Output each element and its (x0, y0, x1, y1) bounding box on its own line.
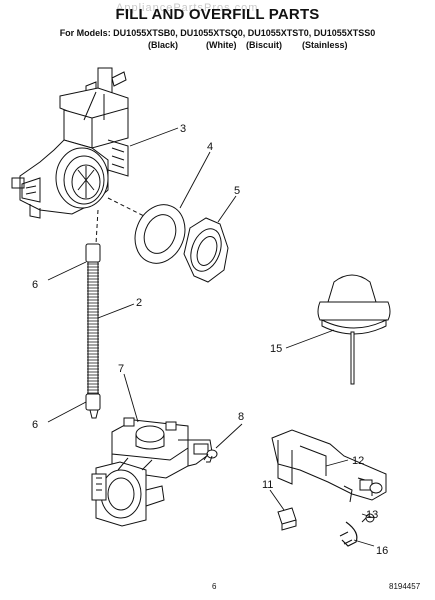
color-white: (White) (206, 40, 237, 50)
callout-labels: 3 4 5 6 2 15 7 6 8 12 11 13 16 (32, 123, 388, 557)
part-float-switch (277, 507, 297, 531)
part-fill-hose (85, 243, 101, 419)
page-title: FILL AND OVERFILL PARTS (115, 6, 320, 23)
callout-part-6-upper: 6 (32, 279, 38, 291)
part-float (317, 274, 391, 385)
models-line: For Models: DU1055XTSB0, DU1055XTSQ0, DU… (59, 28, 376, 38)
watermark-text: AppliancePartsPros.com (116, 2, 259, 14)
callout-part-11: 11 (262, 479, 273, 491)
callout-part-2: 2 (136, 297, 142, 309)
callout-part-6-lower: 6 (32, 419, 38, 431)
leader-lines (47, 127, 375, 547)
callout-part-12: 12 (352, 455, 364, 467)
callout-part-4: 4 (207, 141, 213, 153)
part-fill-funnel-assembly (11, 67, 129, 219)
callout-part-3: 3 (180, 123, 186, 135)
callout-part-5: 5 (234, 185, 240, 197)
part-screw (203, 449, 218, 463)
color-stainless: (Stainless) (302, 40, 348, 50)
part-float-switch-bracket (271, 429, 387, 503)
callout-part-15: 15 (270, 343, 282, 355)
color-variants-row: (Black) (White) (Biscuit) (Stainless) (0, 40, 435, 52)
callout-part-13: 13 (366, 509, 378, 521)
callout-part-16: 16 (376, 545, 388, 557)
part-wire-harness (339, 521, 358, 547)
part-nut (183, 217, 229, 283)
document-number: 8194457 (389, 582, 421, 591)
page-number: 6 (212, 582, 217, 591)
callout-part-7: 7 (118, 363, 124, 375)
callout-part-8: 8 (238, 411, 244, 423)
color-black: (Black) (148, 40, 179, 50)
part-seal-ring (134, 204, 186, 264)
color-biscuit: (Biscuit) (246, 40, 282, 50)
part-fill-valve-assembly (91, 417, 213, 527)
